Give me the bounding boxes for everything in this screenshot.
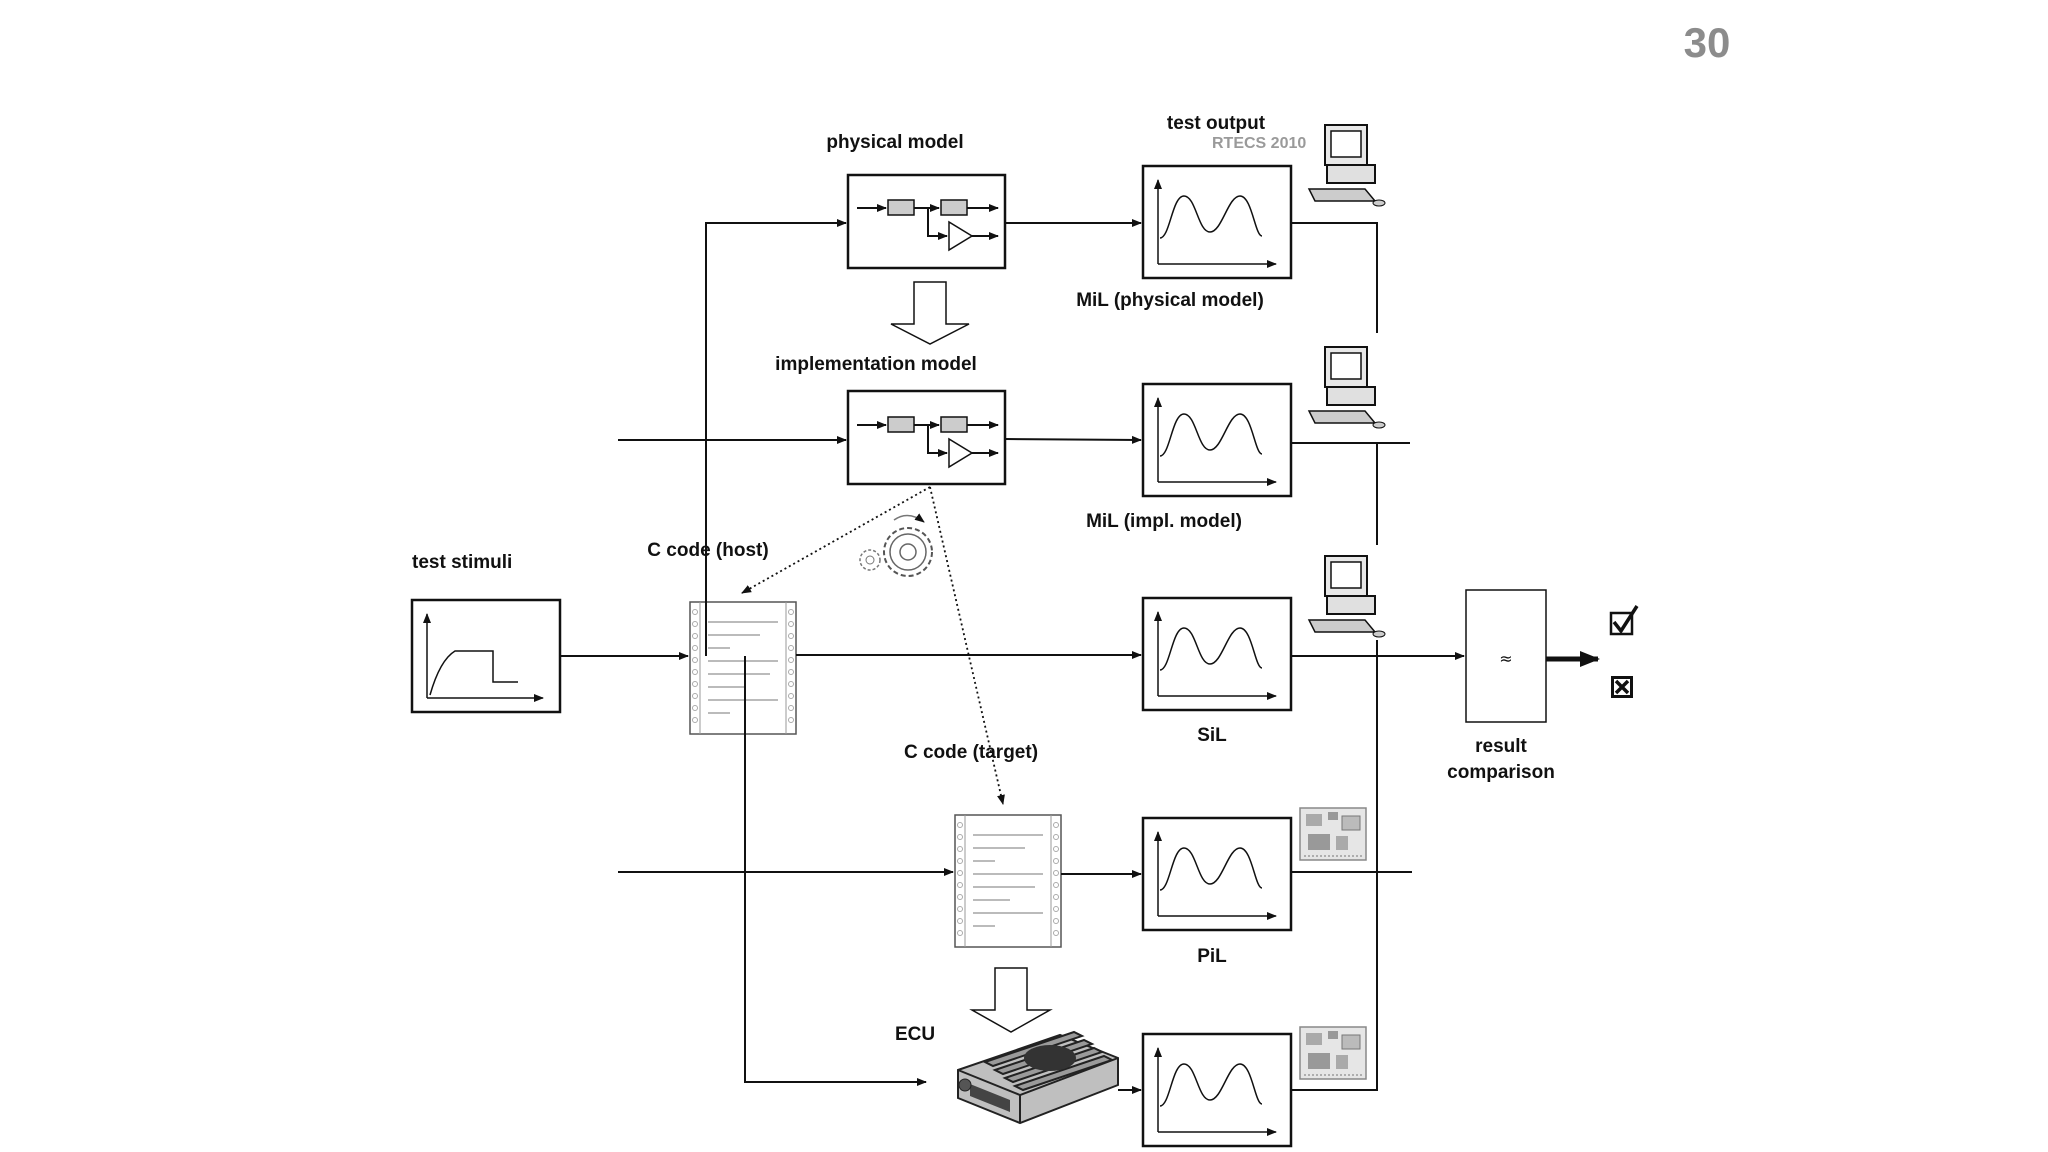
gear-icon: [859, 513, 933, 577]
compile-arrow-icon: [969, 967, 1053, 1033]
label-physical-model: physical model: [826, 132, 963, 153]
test-stimuli-box: [410, 598, 562, 714]
label-c-code-host: C code (host): [647, 540, 768, 561]
result-comparison-box: ≈: [1465, 589, 1547, 723]
circuit-board-icon: [1299, 1026, 1367, 1080]
output-plot-sil: [1141, 596, 1293, 712]
physical-model-block: [846, 173, 1007, 270]
computer-icon: [1307, 124, 1386, 207]
label-mil-physical: MiL (physical model): [1076, 290, 1264, 311]
label-test-stimuli: test stimuli: [412, 552, 512, 573]
page-number: 30: [1684, 19, 1731, 66]
computer-icon: [1307, 555, 1386, 638]
label-ecu: ECU: [895, 1024, 935, 1045]
label-pil: PiL: [1197, 946, 1227, 967]
connection-lines: [560, 219, 1465, 1094]
label-test-output: test output: [1167, 113, 1266, 134]
checkbox-cross-icon: [1611, 676, 1633, 698]
watermark-text: RTECS 2010: [1212, 135, 1306, 152]
label-mil-impl: MiL (impl. model): [1086, 511, 1242, 532]
label-result: result: [1475, 736, 1527, 757]
label-c-code-target: C code (target): [904, 742, 1038, 763]
c-code-target-listing: [954, 814, 1062, 948]
computer-icon: [1307, 346, 1386, 429]
output-plot-mil-impl: [1141, 382, 1293, 498]
label-comparison: comparison: [1447, 762, 1555, 783]
refinement-arrow-icon: [890, 281, 970, 345]
output-plot-pil: [1141, 816, 1293, 932]
output-plot-mil-physical: [1141, 164, 1293, 280]
approx-symbol: ≈: [1499, 649, 1512, 668]
label-sil: SiL: [1197, 725, 1227, 746]
implementation-model-block: [846, 389, 1007, 486]
checkbox-checked-icon: [1609, 605, 1639, 636]
label-implementation-model: implementation model: [775, 354, 977, 375]
circuit-board-icon: [1299, 807, 1367, 861]
ecu-hardware-icon: [957, 1030, 1119, 1125]
c-code-host-listing: [689, 601, 797, 735]
output-plot-ecu: [1141, 1032, 1293, 1148]
